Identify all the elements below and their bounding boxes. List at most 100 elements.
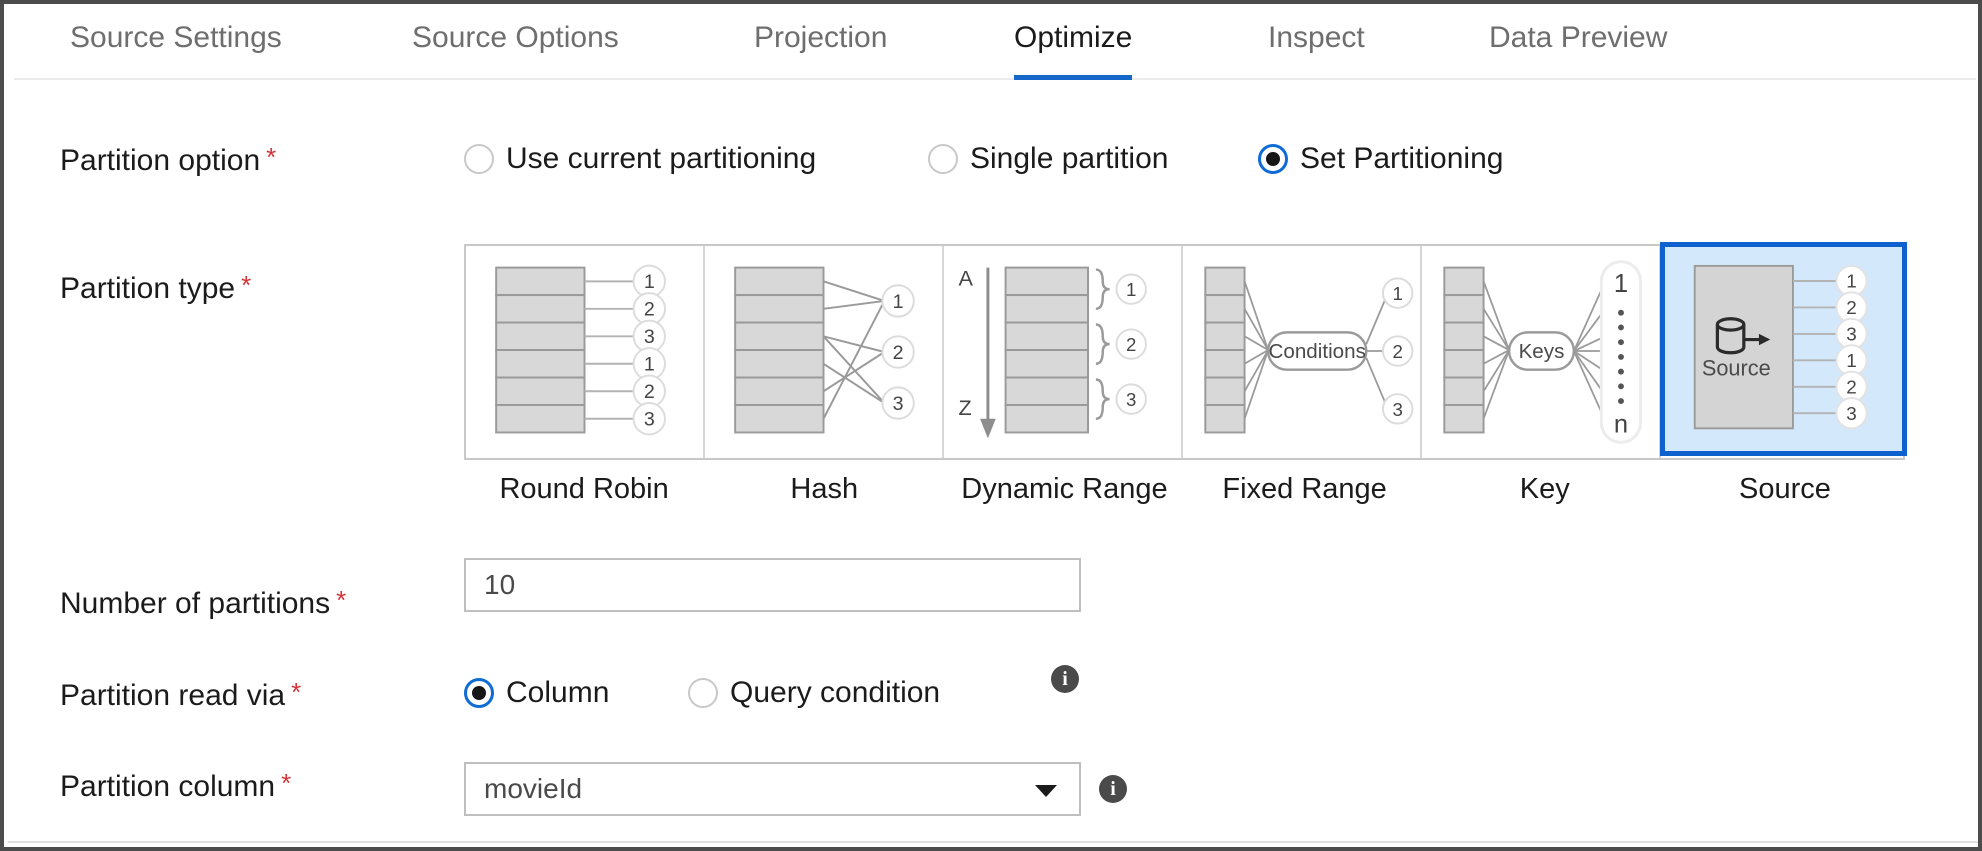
- tab-label: Source Settings: [70, 21, 282, 54]
- svg-text:3: 3: [644, 409, 655, 431]
- radio-dot: [464, 678, 494, 708]
- dynamic-range-diagram: A Z: [958, 265, 1147, 439]
- partition-column-value: movieId: [484, 773, 583, 804]
- radio-set-partitioning[interactable]: Set Partitioning: [1258, 144, 1503, 174]
- svg-text:1: 1: [644, 354, 655, 376]
- partition-type-card-fixed-range[interactable]: Conditions 1 2 3: [1183, 246, 1422, 458]
- required-asterisk: *: [291, 677, 302, 707]
- chevron-down-icon: [1035, 785, 1057, 797]
- radio-dot: [1258, 144, 1288, 174]
- tab-source-settings[interactable]: Source Settings: [70, 18, 282, 78]
- label-text: Partition read via: [60, 679, 286, 712]
- partition-type-card-hash[interactable]: 1 2 3: [705, 246, 944, 458]
- partition-type-label-key: Key: [1519, 473, 1570, 505]
- partition-column-label: Partition column*: [60, 768, 291, 804]
- tab-bar: Source Settings Source Options Projectio…: [14, 4, 1976, 80]
- required-asterisk: *: [281, 768, 292, 798]
- svg-text:2: 2: [1393, 341, 1403, 362]
- partition-type-label-fixed-range: Fixed Range: [1222, 473, 1387, 505]
- partition-option-label: Partition option*: [60, 142, 276, 178]
- required-asterisk: *: [266, 142, 277, 172]
- label-text: Partition option: [60, 144, 261, 177]
- source-diagram: Source 1 2: [1693, 264, 1868, 430]
- svg-text:2: 2: [1846, 298, 1857, 319]
- tab-inspect[interactable]: Inspect: [1268, 18, 1365, 78]
- range-start-letter: A: [958, 265, 973, 290]
- svg-text:1: 1: [1393, 283, 1403, 304]
- svg-text:3: 3: [1126, 389, 1136, 410]
- radio-label: Column: [506, 676, 610, 709]
- radio-label: Use current partitioning: [506, 142, 817, 175]
- window-inner: Source Settings Source Options Projectio…: [8, 4, 1978, 843]
- range-end-letter: Z: [958, 395, 971, 420]
- key-output-last: n: [1614, 410, 1628, 438]
- partition-type-label-source: Source: [1739, 473, 1831, 505]
- hash-diagram: 1 2 3: [734, 266, 915, 434]
- svg-text:3: 3: [644, 326, 655, 348]
- partition-type-label-round-robin: Round Robin: [499, 473, 669, 505]
- tab-label: Optimize: [1014, 21, 1133, 54]
- tab-optimize[interactable]: Optimize: [1014, 18, 1133, 80]
- svg-text:1: 1: [644, 271, 655, 293]
- svg-text:2: 2: [1846, 377, 1857, 398]
- partition-read-via-label: Partition read via*: [60, 677, 301, 713]
- label-text: Number of partitions: [60, 587, 331, 620]
- conditions-node-label: Conditions: [1269, 340, 1366, 363]
- tab-projection[interactable]: Projection: [754, 18, 887, 78]
- number-of-partitions-input[interactable]: [464, 558, 1081, 612]
- tab-label: Data Preview: [1489, 21, 1668, 54]
- label-text: Partition column: [60, 770, 276, 803]
- partition-type-card-strip: 1 2 3 1 2 3: [464, 242, 1907, 460]
- key-output-first: 1: [1614, 270, 1628, 298]
- required-asterisk: *: [336, 585, 347, 615]
- info-icon-partition-read-via[interactable]: i: [1051, 665, 1079, 693]
- optimize-form: Partition option* Use current partitioni…: [8, 80, 1978, 843]
- database-icon: [1715, 317, 1771, 355]
- svg-text:2: 2: [893, 342, 904, 364]
- partition-type-card-key[interactable]: Keys 1: [1422, 246, 1661, 458]
- svg-text:2: 2: [1126, 334, 1136, 355]
- form-bottom-divider: [8, 841, 1978, 843]
- radio-dot: [928, 144, 958, 174]
- round-robin-diagram: 1 2 3 1 2 3: [495, 264, 666, 436]
- radio-dot: [464, 144, 494, 174]
- svg-text:1: 1: [893, 291, 904, 313]
- keys-node-label: Keys: [1519, 340, 1565, 363]
- radio-label: Set Partitioning: [1300, 142, 1504, 175]
- partition-type-card-dynamic-range[interactable]: A Z: [944, 246, 1183, 458]
- partition-type-label-hash: Hash: [790, 473, 859, 505]
- key-diagram: Keys 1: [1443, 260, 1643, 444]
- required-asterisk: *: [241, 270, 252, 300]
- tab-data-preview[interactable]: Data Preview: [1489, 18, 1667, 78]
- info-icon-partition-column[interactable]: i: [1099, 775, 1127, 803]
- radio-label: Single partition: [970, 142, 1169, 175]
- svg-text:1: 1: [1846, 351, 1857, 372]
- tab-label: Projection: [754, 21, 888, 54]
- label-text: Partition type: [60, 272, 236, 305]
- svg-text:2: 2: [644, 299, 655, 321]
- svg-text:3: 3: [1846, 404, 1857, 425]
- tab-source-options[interactable]: Source Options: [412, 18, 619, 78]
- partition-type-label-dynamic-range: Dynamic Range: [961, 473, 1168, 505]
- tab-label: Source Options: [412, 21, 619, 54]
- source-node-label: Source: [1702, 355, 1771, 380]
- tab-label: Inspect: [1268, 21, 1365, 54]
- partition-type-card-source[interactable]: Source 1 2: [1660, 242, 1907, 456]
- radio-column[interactable]: Column: [464, 678, 609, 708]
- partition-type-label: Partition type*: [60, 270, 251, 306]
- svg-text:1: 1: [1846, 272, 1857, 293]
- partition-type-card-round-robin[interactable]: 1 2 3 1 2 3: [466, 246, 705, 458]
- active-tab-underline: [1014, 75, 1133, 80]
- svg-text:2: 2: [644, 381, 655, 403]
- radio-dot: [688, 678, 718, 708]
- svg-text:3: 3: [1846, 325, 1857, 346]
- radio-query-condition[interactable]: Query condition: [688, 678, 940, 708]
- svg-text:3: 3: [1393, 399, 1403, 420]
- radio-label: Query condition: [730, 676, 941, 709]
- fixed-range-diagram: Conditions 1 2 3: [1204, 266, 1414, 434]
- partition-column-dropdown[interactable]: movieId: [464, 762, 1081, 816]
- radio-use-current-partitioning[interactable]: Use current partitioning: [464, 144, 816, 174]
- svg-text:3: 3: [893, 393, 904, 415]
- radio-single-partition[interactable]: Single partition: [928, 144, 1168, 174]
